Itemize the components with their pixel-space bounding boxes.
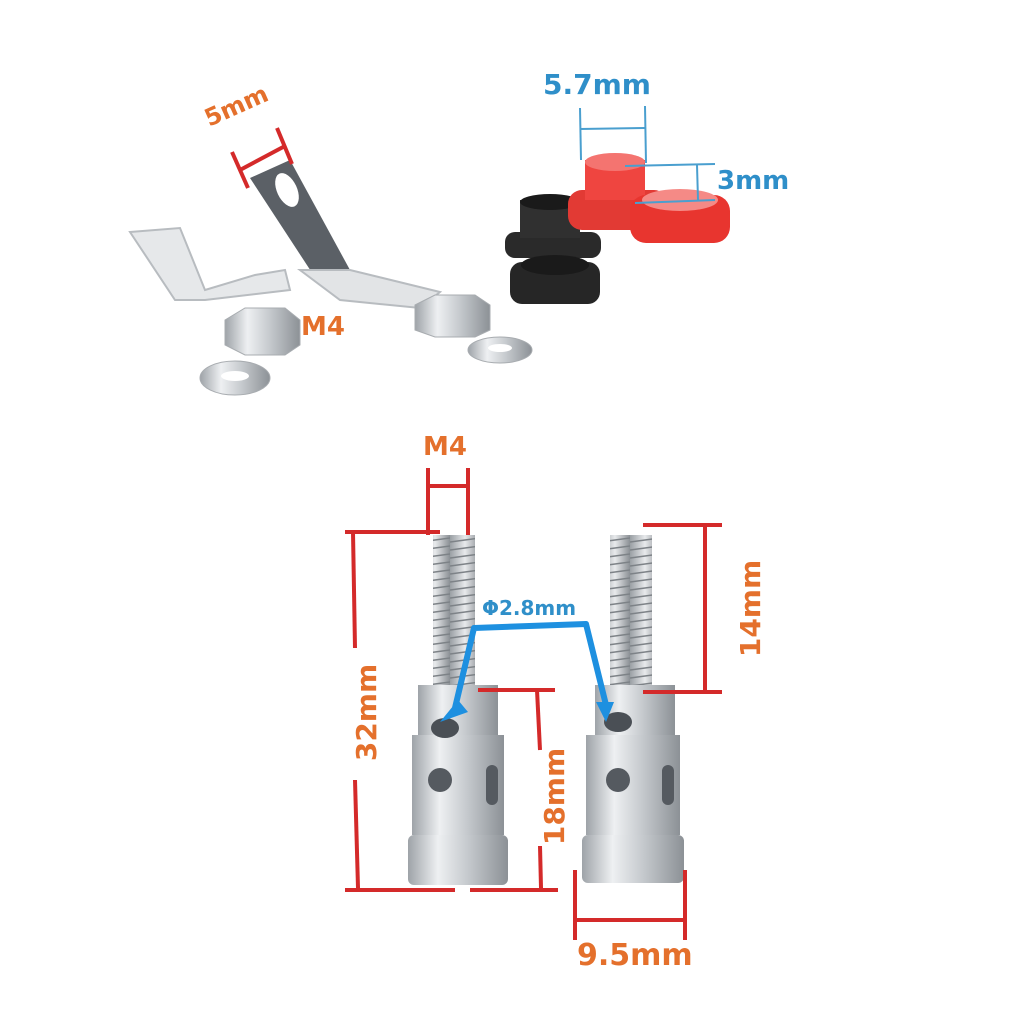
base-diameter-label: 9.5mm	[577, 938, 693, 973]
nut-right	[414, 294, 491, 338]
nut-thread-label: M4	[301, 312, 345, 342]
body-length-label: 18mm	[538, 747, 572, 846]
thread-length-label: 14mm	[734, 559, 768, 658]
red-insulator	[568, 153, 730, 243]
overall-length-label: 32mm	[350, 663, 384, 762]
insulator-diameter-label: 5.7mm	[543, 68, 651, 101]
hole-diameter-label: Φ2.8mm	[482, 596, 577, 620]
thread-size-label: M4	[423, 432, 467, 462]
washer-left	[199, 360, 271, 396]
dimension-lines	[230, 127, 722, 940]
solder-tab-right	[250, 160, 443, 310]
insulator-height-label: 3mm	[717, 166, 790, 196]
binding-post-left	[408, 535, 508, 885]
nut-left	[224, 307, 301, 356]
washer-right	[467, 336, 533, 364]
solder-tab-left	[128, 226, 292, 301]
binding-post-right	[582, 535, 684, 883]
black-insulator	[505, 194, 601, 304]
